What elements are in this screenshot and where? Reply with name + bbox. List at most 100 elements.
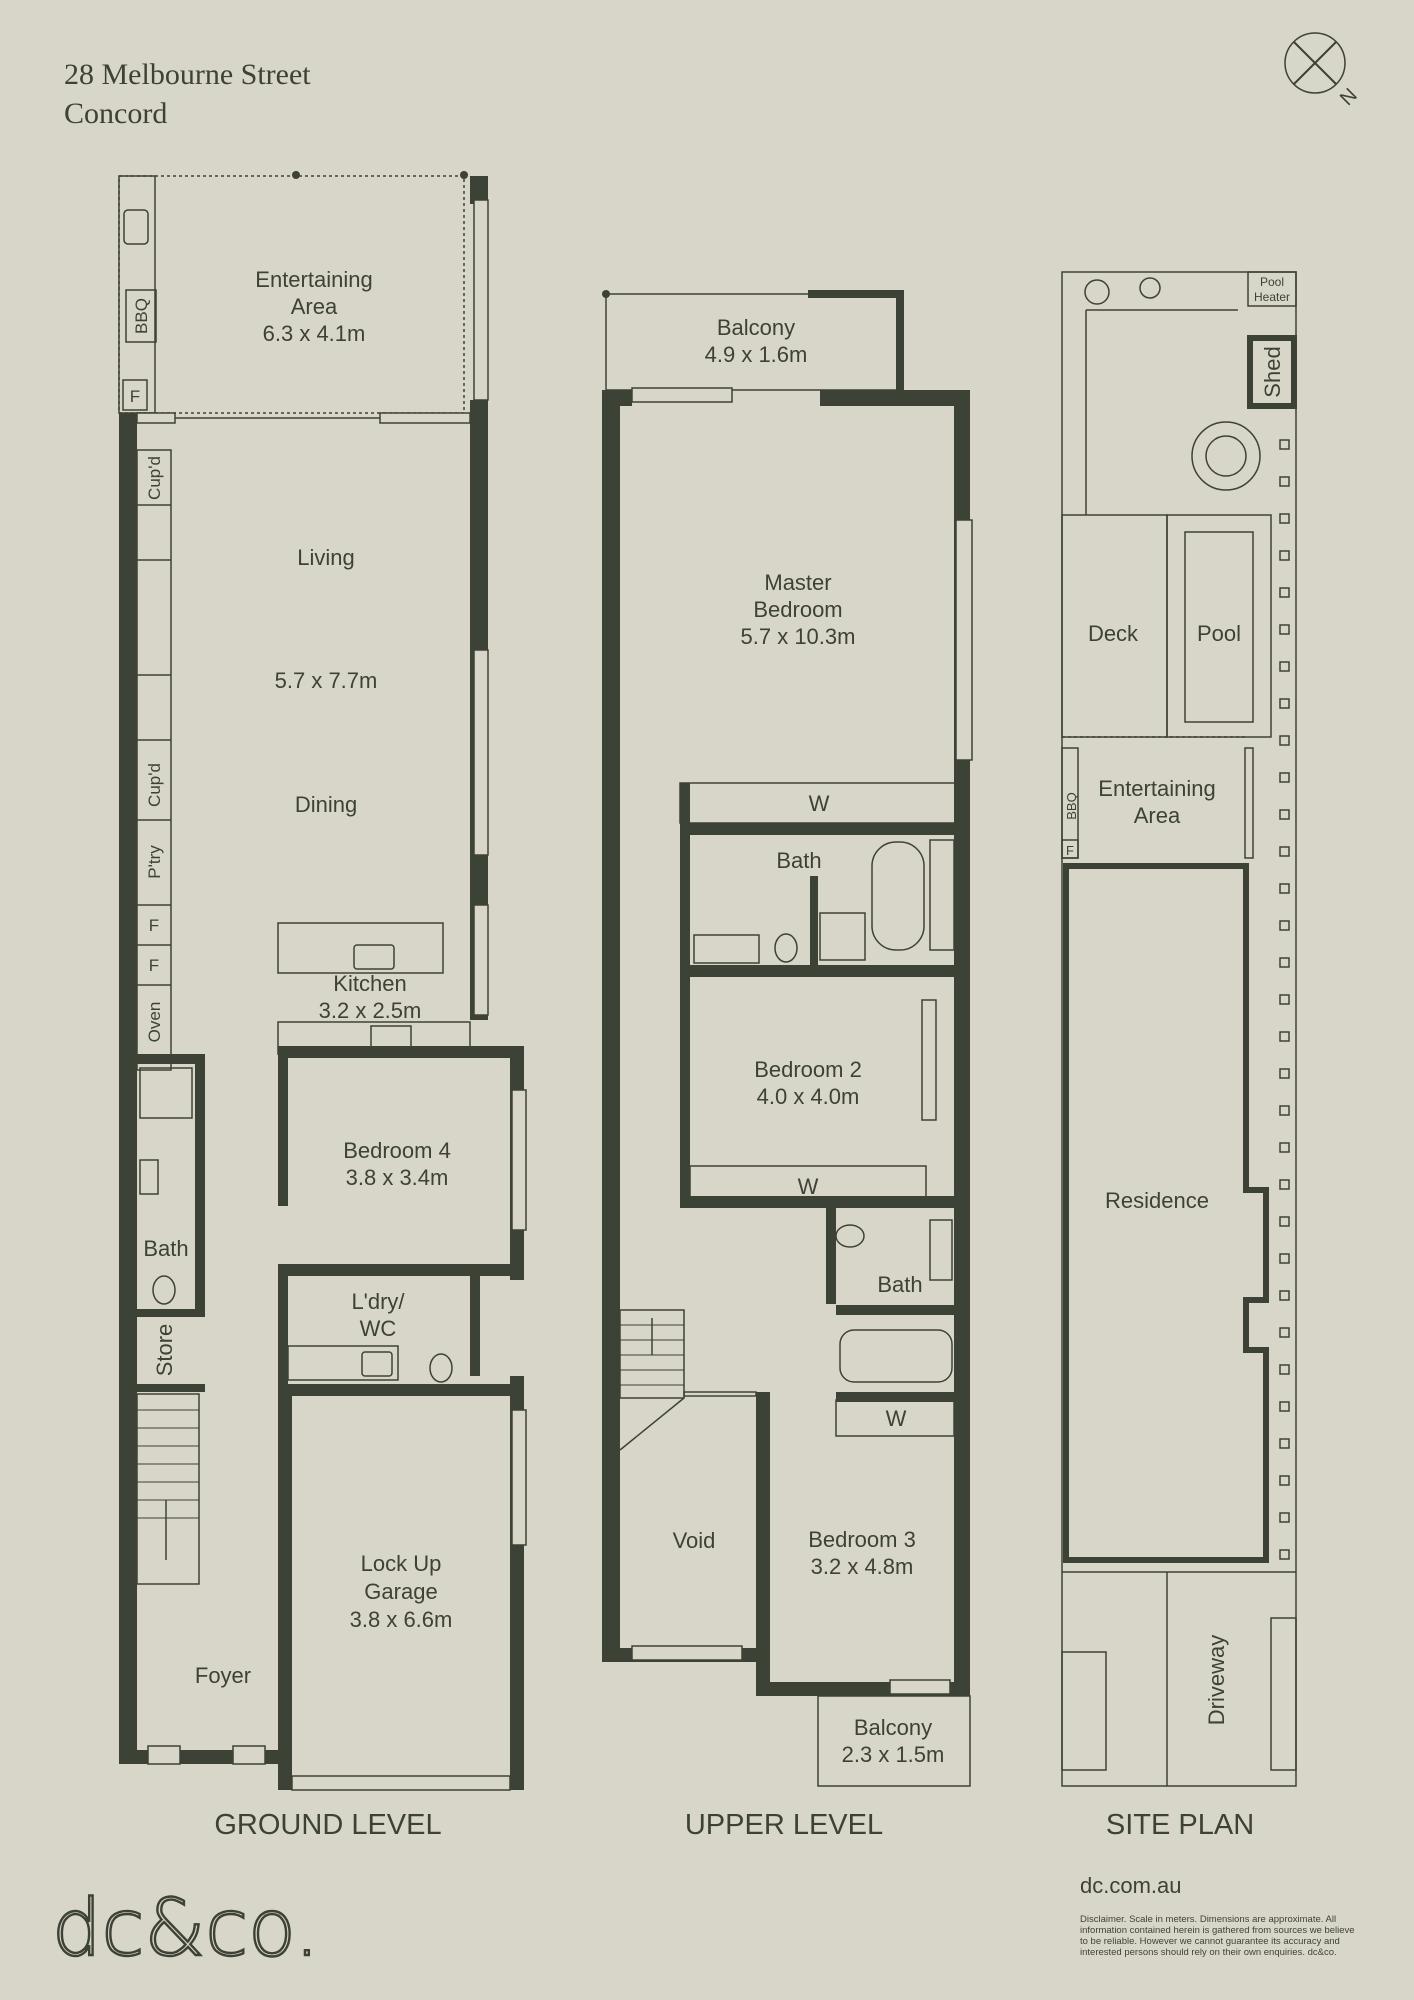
wardrobe-label-2: W: [798, 1174, 819, 1199]
fence-post-icon: [1279, 513, 1290, 524]
deck-label: Deck: [1088, 621, 1139, 646]
disclaimer-line-1: Disclaimer. Scale in meters. Dimensions …: [1080, 1914, 1336, 1925]
site-plan-title: SITE PLAN: [1106, 1809, 1254, 1841]
pool-heater-label: Pool: [1260, 275, 1284, 289]
entertaining-label: Entertaining: [255, 267, 372, 292]
fence-posts: [1279, 439, 1290, 1560]
living-label: Living: [297, 545, 354, 570]
fence-post-icon: [1279, 1290, 1290, 1301]
fence-post-icon: [1279, 920, 1290, 931]
foyer-label: Foyer: [195, 1663, 251, 1688]
fence-post-icon: [1279, 587, 1290, 598]
fence-post-icon: [1279, 476, 1290, 487]
entertaining-dim: 6.3 x 4.1m: [263, 321, 366, 346]
fence-post-icon: [1279, 661, 1290, 672]
bedroom-4-dim: 3.8 x 3.4m: [346, 1165, 449, 1190]
laundry-label-2: WC: [360, 1316, 397, 1341]
laundry-toilet-icon: [429, 1353, 453, 1383]
disclaimer-line-2: information contained herein is gathered…: [1080, 1925, 1355, 1936]
ground-level-title: GROUND LEVEL: [214, 1809, 441, 1841]
fence-post-icon: [1279, 1475, 1290, 1486]
website-link[interactable]: dc.com.au: [1080, 1873, 1182, 1898]
master-bedroom-label: Master: [764, 570, 831, 595]
laundry-tub-icon: [361, 1351, 393, 1377]
ground-f-label-2: F: [149, 916, 159, 935]
ensuite-basin-icon: [693, 934, 760, 964]
fence-post-icon: [1279, 1216, 1290, 1227]
ground-f-label-1: F: [130, 387, 140, 406]
fence-post-icon: [1279, 809, 1290, 820]
site-entertaining-label-2: Area: [1134, 803, 1181, 828]
master-bedroom-label-2: Bedroom: [753, 597, 842, 622]
fence-post-icon: [1279, 957, 1290, 968]
fence-post-icon: [1279, 1401, 1290, 1412]
fence-post-icon: [1279, 1031, 1290, 1042]
fence-post-icon: [1279, 1438, 1290, 1449]
kitchen-dim: 3.2 x 2.5m: [319, 998, 422, 1023]
upper-balcony-bottom: [817, 1695, 971, 1787]
bedroom-3-label: Bedroom 3: [808, 1527, 916, 1552]
ground-level-plan: BBQ F Entertaining Area 6.3 x 4.1m Cup'd…: [118, 171, 527, 1841]
fence-post-icon: [1279, 846, 1290, 857]
fence-post-icon: [1279, 1253, 1290, 1264]
fence-post-icon: [1279, 735, 1290, 746]
fence-post-icon: [1279, 883, 1290, 894]
upper-level-plan: Balcony 4.9 x 1.6m Master Bedroom 5.7 x …: [602, 290, 973, 1841]
bbq-label: BBQ: [132, 298, 151, 334]
bedroom-3-dim: 3.2 x 4.8m: [811, 1554, 914, 1579]
cupboard-label-2: Cup'd: [145, 763, 164, 807]
garage-label: Lock Up: [361, 1551, 442, 1576]
fence-post-icon: [1279, 1105, 1290, 1116]
compass-north-label: N: [1336, 84, 1362, 110]
garage-dim: 3.8 x 6.6m: [350, 1607, 453, 1632]
pool-label: Pool: [1197, 621, 1241, 646]
address-line-1: 28 Melbourne Street: [64, 58, 311, 91]
garage-label-2: Garage: [364, 1579, 437, 1604]
ground-staircase-icon: [136, 1393, 200, 1585]
bedroom-2-label: Bedroom 2: [754, 1057, 862, 1082]
dining-label: Dining: [295, 792, 357, 817]
fence-post-icon: [1279, 1142, 1290, 1153]
site-plan: Pool Heater Shed Deck Pool BBQ F Enterta…: [1061, 271, 1297, 1841]
bath-2-tub-icon: [839, 1329, 953, 1383]
shed-label: Shed: [1260, 346, 1285, 397]
fence-post-icon: [1279, 1327, 1290, 1338]
ground-bath-label: Bath: [143, 1236, 188, 1261]
disclaimer-line-4: interested persons should rely on their …: [1080, 1947, 1337, 1958]
laundry-label: L'dry/: [351, 1289, 405, 1314]
fence-post-icon: [1279, 439, 1290, 450]
entertaining-label-2: Area: [291, 294, 338, 319]
ensuite-toilet-icon: [774, 933, 798, 963]
site-f-label: F: [1066, 843, 1074, 858]
ground-toilet-icon: [152, 1275, 176, 1305]
garden-bed-left: [1061, 1651, 1107, 1771]
dc-and-co-logo: dc&co.: [52, 1884, 319, 1974]
living-dim: 5.7 x 7.7m: [275, 668, 378, 693]
residence-label: Residence: [1105, 1188, 1209, 1213]
bath-2-toilet-icon: [835, 1224, 865, 1248]
ground-west-wall: [119, 413, 137, 1763]
bath-2-basin-icon: [929, 1219, 953, 1281]
upper-balcony-top-dim: 4.9 x 1.6m: [705, 342, 808, 367]
pantry-label: P'try: [145, 845, 164, 879]
upper-staircase-icon: [619, 1309, 685, 1451]
upper-level-title: UPPER LEVEL: [685, 1809, 883, 1841]
garden-tree-icon: [1191, 421, 1261, 491]
site-boundary: [1061, 271, 1297, 1787]
bathtub-icon: [871, 841, 925, 951]
fence-post-icon: [1279, 994, 1290, 1005]
bath-2-label: Bath: [877, 1272, 922, 1297]
palm-plant-icon: [1084, 279, 1110, 305]
bedroom-2-dim: 4.0 x 4.0m: [757, 1084, 860, 1109]
ground-shower-icon: [139, 1067, 193, 1119]
fence-post-icon: [1279, 772, 1290, 783]
driveway-label: Driveway: [1204, 1635, 1229, 1725]
pool-icon: [1184, 531, 1254, 723]
kitchen-island: [277, 922, 444, 974]
cupboard-label-1: Cup'd: [145, 456, 164, 500]
upper-balcony-bottom-label: Balcony: [854, 1715, 932, 1740]
wardrobe-label-1: W: [809, 791, 830, 816]
site-entertaining-label: Entertaining: [1098, 776, 1215, 801]
fence-post-icon: [1279, 624, 1290, 635]
